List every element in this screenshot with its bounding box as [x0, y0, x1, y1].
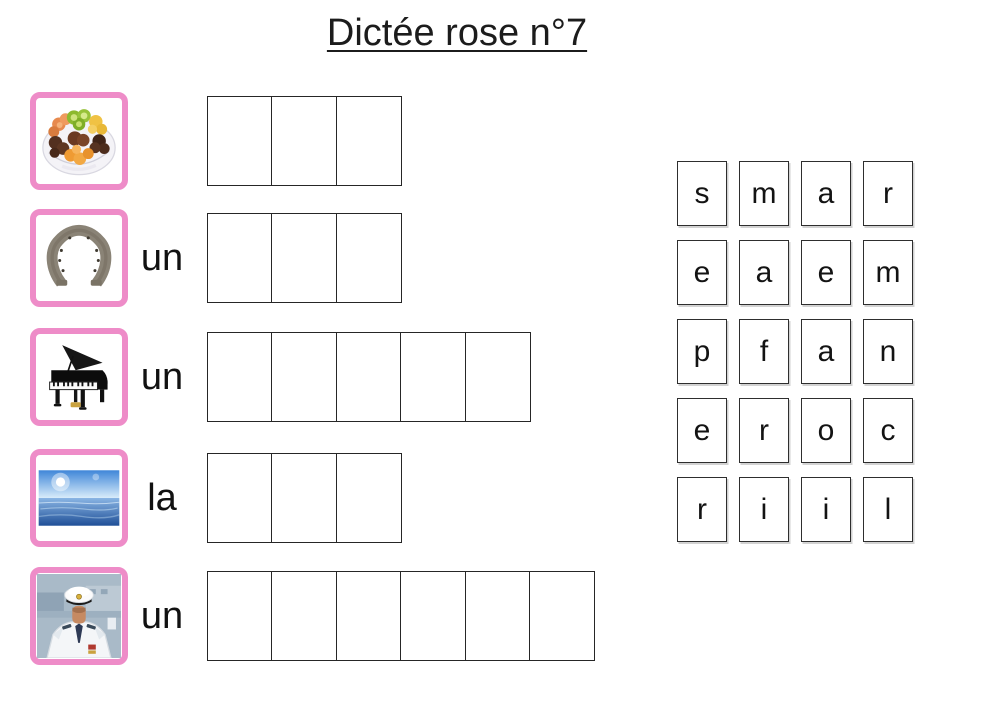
letter-tile: e — [677, 398, 727, 463]
dried-fruits-image-frame — [30, 92, 128, 190]
letter-boxes — [207, 453, 402, 543]
letter-box-cell[interactable] — [207, 571, 273, 661]
letter-box-cell[interactable] — [271, 571, 338, 661]
horseshoe-image — [46, 224, 112, 287]
letter-box-cell[interactable] — [400, 571, 467, 661]
letter-tile: a — [801, 319, 851, 384]
letter-box-cell[interactable] — [464, 332, 531, 422]
letter-tile: o — [801, 398, 851, 463]
letter-tile: c — [863, 398, 913, 463]
sea-image — [38, 470, 120, 526]
word-row-grand-piano: un — [30, 328, 680, 426]
letter-box-cell[interactable] — [335, 96, 402, 186]
letter-box-cell[interactable] — [464, 571, 531, 661]
grand-piano-image-frame — [30, 328, 128, 426]
letter-tile: m — [863, 240, 913, 305]
letter-box-cell[interactable] — [529, 571, 596, 661]
letter-tile: l — [863, 477, 913, 542]
letter-boxes — [207, 571, 596, 661]
sailor-image — [37, 574, 121, 658]
letter-tile: i — [801, 477, 851, 542]
page-title: Dictée rose n°7 — [326, 12, 588, 54]
grand-piano-image — [49, 345, 108, 410]
article-label: un — [140, 237, 184, 279]
letter-box-cell[interactable] — [400, 332, 467, 422]
letter-tile: r — [863, 161, 913, 226]
letter-boxes — [207, 96, 402, 186]
letter-tile: i — [739, 477, 789, 542]
letter-box-cell[interactable] — [335, 213, 402, 303]
letter-box-cell[interactable] — [207, 332, 273, 422]
word-row-sea: la — [30, 449, 680, 547]
letter-box-cell[interactable] — [207, 96, 273, 186]
letter-box-cell[interactable] — [271, 213, 338, 303]
letter-box-cell[interactable] — [271, 453, 338, 543]
letter-tile: a — [801, 161, 851, 226]
word-row-dried-fruits — [30, 92, 680, 190]
article-label: un — [140, 356, 184, 398]
letter-tile: e — [801, 240, 851, 305]
article-label: un — [140, 595, 184, 637]
letter-box-cell[interactable] — [335, 453, 402, 543]
word-row-horseshoe: un — [30, 209, 680, 307]
letter-boxes — [207, 213, 402, 303]
letter-tile: m — [739, 161, 789, 226]
horseshoe-image-frame — [30, 209, 128, 307]
letter-tile: f — [739, 319, 789, 384]
dried-fruits-image — [42, 109, 116, 176]
letter-tile: s — [677, 161, 727, 226]
letter-tile: a — [739, 240, 789, 305]
letter-box-cell[interactable] — [335, 332, 402, 422]
letter-tile: r — [677, 477, 727, 542]
letter-tile: e — [677, 240, 727, 305]
letter-tile: p — [677, 319, 727, 384]
letter-boxes — [207, 332, 531, 422]
letter-box-cell[interactable] — [335, 571, 402, 661]
letter-box-cell[interactable] — [271, 332, 338, 422]
letter-tile: n — [863, 319, 913, 384]
sea-image-frame — [30, 449, 128, 547]
letter-box-cell[interactable] — [207, 213, 273, 303]
sailor-image-frame — [30, 567, 128, 665]
letter-tile: r — [739, 398, 789, 463]
word-row-sailor: un — [30, 567, 680, 665]
letter-box-cell[interactable] — [207, 453, 273, 543]
article-label: la — [147, 477, 177, 519]
letter-box-cell[interactable] — [271, 96, 338, 186]
